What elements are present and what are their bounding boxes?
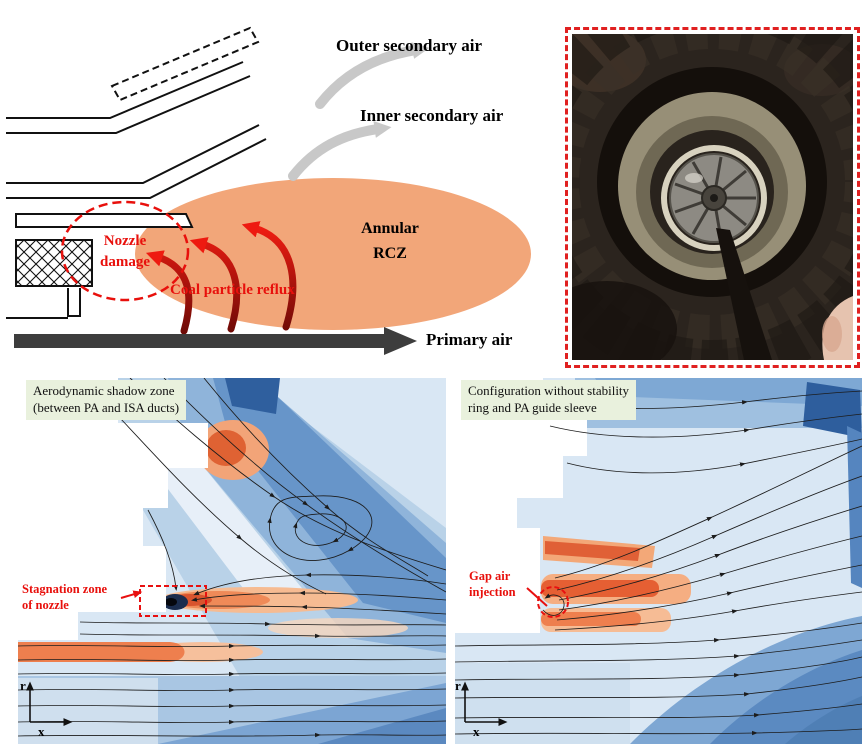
velocity-contours <box>455 378 862 744</box>
duct-wall-line <box>6 124 260 184</box>
gap-air-pointer-line <box>526 587 548 607</box>
annular-rcz-label: Annular RCZ <box>340 216 440 266</box>
gap-air-dashed-circle <box>537 586 569 618</box>
burner-wall-geometry <box>455 378 587 633</box>
burner-schematic-drawing <box>6 26 531 355</box>
annular-rcz-line1: Annular <box>361 220 419 237</box>
cfd-plot-right: Configuration without stability ring and… <box>455 378 862 744</box>
stagnation-zone-line1: Stagnation zone <box>22 582 108 596</box>
cfd-right-caption-line2: ring and PA guide sleeve <box>468 399 597 415</box>
duct-wall-line <box>6 138 267 199</box>
cfd-right-caption-line1: Configuration without stability <box>468 383 630 398</box>
burner-wall-geometry <box>18 378 208 640</box>
burner-schematic-panel: Outer secondary air Inner secondary air … <box>0 0 560 375</box>
cfd-plot-left: Aerodynamic shadow zone (between PA and … <box>18 378 446 744</box>
coal-reflux-arrow-icons <box>145 221 297 335</box>
bottom-shadow <box>572 281 677 360</box>
probe-rod <box>716 228 772 360</box>
nozzle-support <box>67 288 81 317</box>
nozzle-damage-line2: damage <box>100 254 150 270</box>
burner-duct-walls <box>6 26 267 319</box>
gap-air-line2: injection <box>469 585 516 600</box>
finger <box>822 316 842 352</box>
stability-ring-plate <box>15 213 194 228</box>
cfd-left-caption: Aerodynamic shadow zone (between PA and … <box>26 380 187 420</box>
stagnation-pointer-arrow-icon <box>120 590 143 599</box>
cfd-left-x-axis-label: x <box>38 724 45 739</box>
reflux-arrow-icon <box>189 237 241 333</box>
burner-photo <box>572 34 853 360</box>
inner-secondary-air-label: Inner secondary air <box>360 106 504 125</box>
cfd-left-caption-line1: Aerodynamic shadow zone <box>33 383 175 398</box>
streamlines <box>455 390 862 736</box>
cfd-right-x-axis-label: x <box>473 724 480 739</box>
gap-air-line1: Gap air <box>469 569 511 583</box>
velocity-contours <box>18 378 446 744</box>
cfd-left-field <box>18 378 446 744</box>
metal-glint <box>685 173 703 183</box>
stagnation-dashed-box <box>139 585 207 617</box>
cfd-right-caption: Configuration without stability ring and… <box>461 380 637 420</box>
primary-air-arrow-icon <box>14 327 417 355</box>
stagnation-zone-label: Stagnation zone of nozzle <box>22 581 122 614</box>
burner-photo-frame <box>565 27 860 368</box>
axes <box>26 681 73 726</box>
furnace-wall-texture <box>572 34 853 360</box>
reflux-arrow-icon <box>241 221 297 331</box>
cfd-left-caption-line2: (between PA and ISA ducts) <box>33 399 180 415</box>
outer-secondary-air-arrow-icon <box>315 42 430 109</box>
gap-air-annotation-graphics <box>526 586 569 618</box>
stagnation-annotation-graphics <box>120 585 207 617</box>
cfd-right-field <box>455 378 862 744</box>
nozzle-rim-ring <box>661 145 767 251</box>
nozzle-hatch <box>15 239 93 287</box>
outer-duct-dashed-outline <box>110 26 260 102</box>
cfd-left-r-axis-label: r <box>20 678 26 693</box>
reflux-arrow-icon <box>145 250 193 335</box>
primary-air-label: Primary air <box>426 330 513 349</box>
duct-wall-line <box>6 75 251 134</box>
nozzle-damage-dashed-circle <box>60 200 190 302</box>
coal-particle-reflux-label: Coal particle reflux <box>170 282 295 298</box>
inner-secondary-air-arrow-icon <box>288 121 392 181</box>
axes <box>461 681 508 726</box>
swirler-hub-center <box>710 194 718 202</box>
secondary-air-arrow-icons <box>288 42 430 181</box>
cfd-right-r-axis-label: r <box>455 678 461 693</box>
nozzle-damage-line1: Nozzle <box>103 233 147 249</box>
annular-rcz-line2: RCZ <box>373 245 407 262</box>
streamlines <box>18 378 446 738</box>
annular-rcz-zone <box>135 178 531 330</box>
gap-air-injection-label: Gap air injection <box>469 568 531 601</box>
nozzle-damage-label: Nozzle damage <box>86 231 164 273</box>
duct-wall-line <box>6 61 244 119</box>
stagnation-zone-line2: of nozzle <box>22 598 69 613</box>
outer-secondary-air-label: Outer secondary air <box>336 36 483 55</box>
